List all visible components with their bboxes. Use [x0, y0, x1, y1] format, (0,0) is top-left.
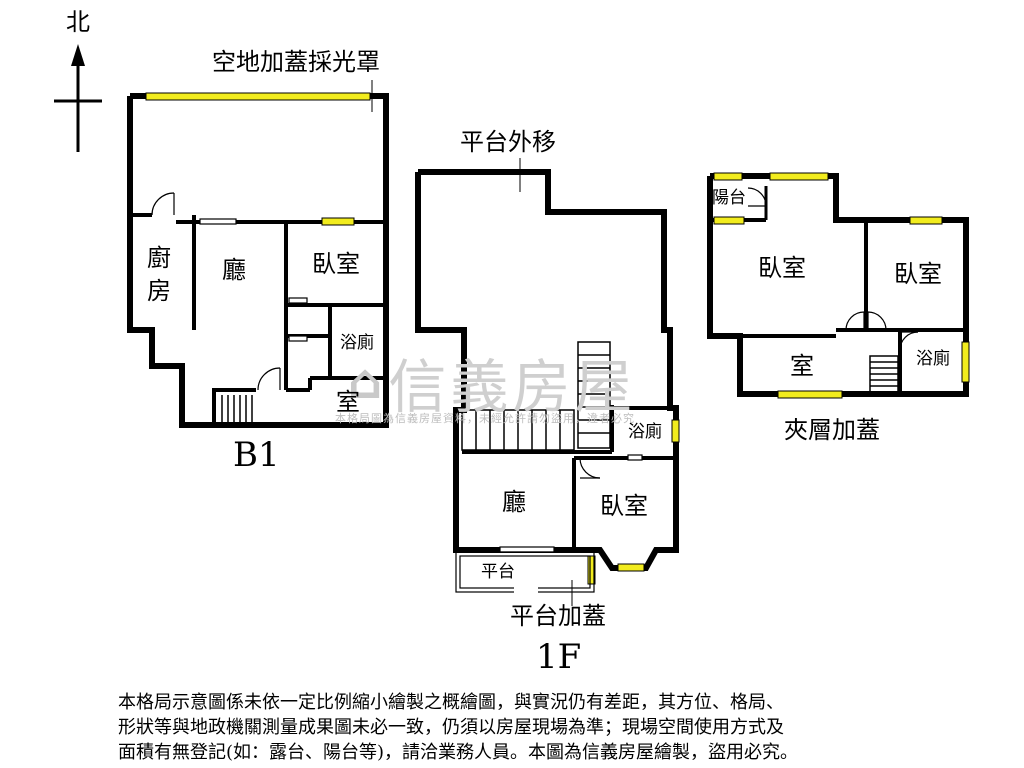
- platform-moved-label: 平台外移: [460, 128, 556, 156]
- disclaimer-line: 形狀等與地政機關測量成果圖未必一致，仍須以房屋現場為準；現場空間使用方式及: [118, 717, 784, 738]
- skylight-window: [145, 92, 371, 101]
- mezz-floor-label: 夾層加蓋: [784, 416, 880, 444]
- 1f-floor-label: 1F: [536, 637, 582, 677]
- disclaimer-line: 面積有無登記(如：露台、陽台等)，請洽業務人員。本圖為信義房屋繪製，盜用必究。: [118, 742, 799, 763]
- skylight-label: 空地加蓋採光罩: [212, 48, 380, 76]
- mezz-stairs: [869, 355, 899, 393]
- north-label: 北: [66, 8, 90, 36]
- watermark-name: 信義房屋: [388, 353, 637, 421]
- watermark: ⌂ 信義房屋: [348, 340, 636, 424]
- 1f-bath-label: 浴廁: [628, 422, 662, 442]
- 1f-platform-ext-label: 平台加蓋: [510, 602, 606, 630]
- house-logo-icon: ⌂: [348, 354, 383, 410]
- b1-room-label: 室: [336, 388, 360, 416]
- b1-bedroom-label: 臥室: [312, 250, 360, 278]
- b1-kitchen-label-2: 房: [147, 277, 171, 305]
- disclaimer-line: 本格局示意圖係未依一定比例縮小繪製之概繪圖，與實況仍有差距，其方位、格局、: [118, 692, 784, 713]
- mezz-balcony-label: 陽台: [712, 188, 746, 208]
- b1-living-label: 廳: [222, 256, 246, 284]
- 1f-living-label: 廳: [502, 488, 526, 516]
- 1f-platform-label: 平台: [481, 562, 515, 582]
- watermark-subtext: 本格局圖為信義房屋資料，未經允許請勿盜用，違者必究: [335, 412, 635, 425]
- mezz-bath-label: 浴廁: [916, 349, 950, 369]
- mezz-bedroom-2-label: 臥室: [894, 260, 942, 288]
- mezz-room-label: 室: [790, 352, 814, 380]
- north-arrow: [54, 44, 102, 152]
- b1-floor-label: B1: [233, 435, 280, 475]
- b1-kitchen-label-1: 廚: [147, 244, 171, 272]
- 1f-bedroom-label: 臥室: [600, 492, 648, 520]
- b1-stairs: [221, 395, 253, 423]
- b1-bath-label: 浴廁: [340, 333, 374, 353]
- mezz-bedroom-1-label: 臥室: [758, 254, 806, 282]
- 1f-stairs: [461, 341, 611, 451]
- disclaimer: 本格局示意圖係未依一定比例縮小繪製之概繪圖，與實況仍有差距，其方位、格局、 形狀…: [118, 690, 918, 765]
